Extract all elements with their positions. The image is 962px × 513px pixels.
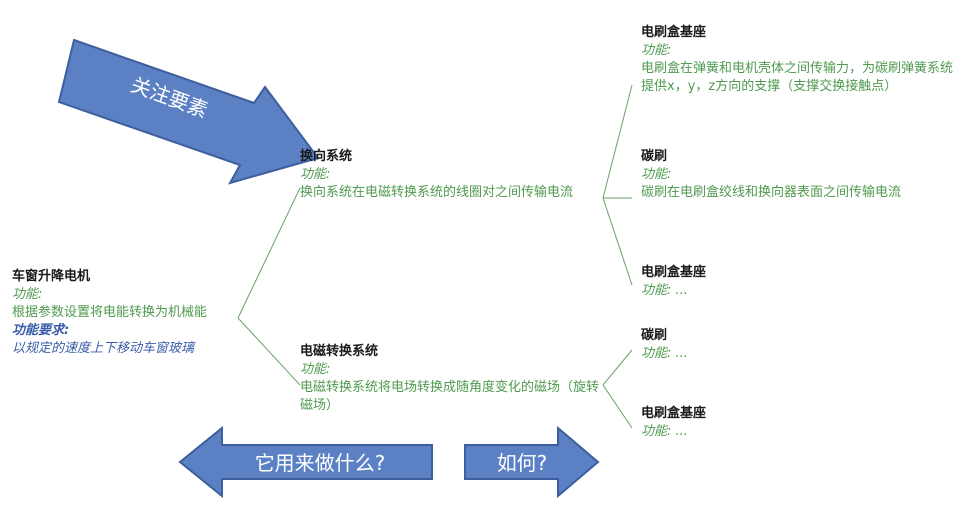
how-arrow-shape: [464, 425, 600, 499]
function-label: 功能: ...: [641, 346, 688, 361]
node-carbon-brush-2: 碳刷 功能: ...: [641, 327, 941, 363]
connector-motor-electromagnetic: [237, 317, 301, 386]
node-brush-holder-2: 电刷盒基座 功能: ...: [641, 264, 941, 300]
connector-electromagnetic-brushholder3: [602, 384, 633, 429]
function-label: 功能:: [300, 167, 331, 182]
function-text: 电刷盒在弹簧和电机壳体之间传输力，为碳刷弹簧系统提供x，y，z方向的支撑（支撑交…: [641, 61, 954, 94]
connector-electromagnetic-carbonbrush2: [602, 349, 633, 386]
node-title: 碳刷: [641, 328, 668, 343]
function-label: 功能:: [641, 167, 672, 182]
node-title: 电刷盒基座: [641, 265, 707, 280]
what-for-arrow: 它用来做什么?: [178, 425, 433, 499]
connector-commutation-brushholder2: [602, 197, 633, 286]
how-arrow: 如何?: [464, 425, 600, 499]
node-commutation-system: 换向系统 功能: 换向系统在电磁转换系统的线圈对之间传输电流: [300, 148, 600, 202]
node-brush-holder-1: 电刷盒基座 功能: 电刷盒在弹簧和电机壳体之间传输力，为碳刷弹簧系统提供x，y，…: [641, 24, 955, 96]
connector-motor-commutation: [237, 187, 301, 319]
node-title: 电磁转换系统: [300, 344, 379, 359]
requirement-label: 功能要求:: [12, 323, 70, 338]
what-for-arrow-label: 它用来做什么?: [255, 451, 386, 475]
how-arrow-label: 如何?: [497, 451, 548, 475]
function-label: 功能:: [641, 43, 672, 58]
function-text: 电磁转换系统将电场转换成随角度变化的磁场（旋转磁场）: [300, 380, 600, 413]
node-title: 碳刷: [641, 149, 668, 164]
connectors: [237, 84, 633, 429]
function-text: 根据参数设置将电能转换为机械能: [12, 305, 208, 320]
requirement-text: 以规定的速度上下移动车窗玻璃: [12, 341, 195, 356]
node-electromagnetic-system: 电磁转换系统 功能: 电磁转换系统将电场转换成随角度变化的磁场（旋转磁场）: [300, 343, 600, 415]
focus-arrow: 关注要素: [57, 38, 320, 185]
function-label: 功能:: [300, 362, 331, 377]
node-title: 换向系统: [300, 149, 353, 164]
focus-arrow-shape: [57, 38, 320, 185]
node-title: 电刷盒基座: [641, 25, 707, 40]
node-brush-holder-3: 电刷盒基座 功能: ...: [641, 405, 941, 441]
function-label: 功能:: [12, 287, 43, 302]
function-label: 功能: ...: [641, 283, 688, 298]
function-text: 碳刷在电刷盒绞线和换向器表面之间传输电流: [641, 185, 902, 200]
node-title: 电刷盒基座: [641, 406, 707, 421]
node-window-motor: 车窗升降电机 功能: 根据参数设置将电能转换为机械能 功能要求: 以规定的速度上…: [12, 268, 238, 358]
what-for-arrow-shape: [178, 425, 433, 499]
node-carbon-brush-1: 碳刷 功能: 碳刷在电刷盒绞线和换向器表面之间传输电流: [641, 148, 955, 202]
node-title: 车窗升降电机: [12, 269, 91, 284]
connector-commutation-brushholder1: [602, 84, 633, 199]
function-label: 功能: ...: [641, 424, 688, 439]
function-text: 换向系统在电磁转换系统的线圈对之间传输电流: [300, 185, 574, 200]
